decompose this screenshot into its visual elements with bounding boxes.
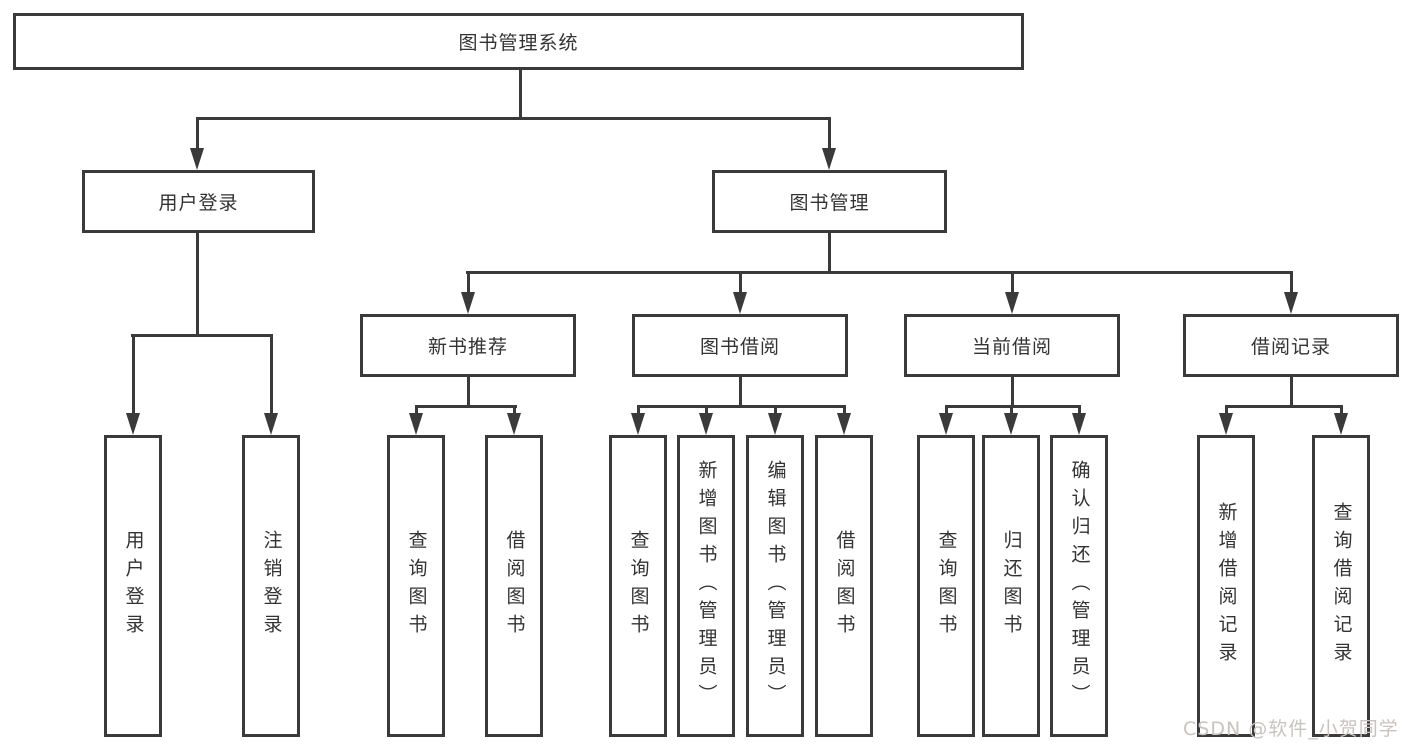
arrow-down-icon xyxy=(631,413,645,435)
connector-line xyxy=(843,405,846,417)
connector-line xyxy=(1225,405,1228,417)
arrow-down-icon xyxy=(1072,413,1086,435)
leaf-query-books: 查询图书 xyxy=(917,435,975,737)
connector-line xyxy=(739,271,742,295)
connector-line xyxy=(705,405,708,417)
connector-line xyxy=(1011,377,1014,406)
connector-line xyxy=(196,233,199,336)
leaf-user-login: 用户登录 xyxy=(104,435,162,737)
connector-line xyxy=(1078,405,1081,417)
connector-line xyxy=(466,271,1292,274)
connector-line xyxy=(132,334,135,416)
arrow-down-icon xyxy=(264,413,278,435)
node-book-management: 图书管理 xyxy=(712,170,947,233)
arrow-down-icon xyxy=(1005,292,1019,314)
arrow-down-icon xyxy=(126,413,140,435)
connector-line xyxy=(774,405,777,417)
connector-line xyxy=(1290,377,1293,406)
arrow-down-icon xyxy=(768,413,782,435)
connector-line xyxy=(945,405,1081,408)
leaf-logout: 注销登录 xyxy=(242,435,300,737)
arrow-down-icon xyxy=(1004,413,1018,435)
arrow-down-icon xyxy=(409,413,423,435)
connector-line xyxy=(415,405,517,408)
arrow-down-icon xyxy=(1284,292,1298,314)
leaf-edit-books-admin: 编辑图书（管理员） xyxy=(746,435,804,737)
arrow-down-icon xyxy=(837,413,851,435)
csdn-watermark: CSDN @软件_小贺同学 xyxy=(1183,718,1399,740)
connector-line xyxy=(131,334,272,337)
node-new-book-recommend: 新书推荐 xyxy=(360,314,576,377)
connector-line xyxy=(270,334,273,416)
arrow-down-icon xyxy=(190,148,204,170)
arrow-down-icon xyxy=(699,413,713,435)
node-user-login: 用户登录 xyxy=(82,170,315,233)
leaf-borrow-books: 借阅图书 xyxy=(815,435,873,737)
leaf-query-borrow-record: 查询借阅记录 xyxy=(1312,435,1370,737)
leaf-add-borrow-record: 新增借阅记录 xyxy=(1197,435,1255,737)
connector-line xyxy=(739,377,742,406)
leaf-query-books: 查询图书 xyxy=(609,435,667,737)
connector-line xyxy=(467,377,470,406)
node-book-borrow: 图书借阅 xyxy=(632,314,848,377)
arrow-down-icon xyxy=(461,292,475,314)
connector-line xyxy=(513,405,516,417)
arrow-down-icon xyxy=(939,413,953,435)
connector-line xyxy=(637,405,846,408)
arrow-down-icon xyxy=(507,413,521,435)
connector-line xyxy=(196,117,831,120)
connector-line xyxy=(519,70,522,120)
connector-line xyxy=(467,271,470,295)
node-root: 图书管理系统 xyxy=(13,13,1024,70)
connector-line xyxy=(828,117,831,151)
connector-line xyxy=(1011,271,1014,295)
connector-line xyxy=(1290,271,1293,295)
connector-line xyxy=(196,117,199,151)
arrow-down-icon xyxy=(1219,413,1233,435)
leaf-add-books-admin: 新增图书（管理员） xyxy=(677,435,735,737)
connector-line xyxy=(1010,405,1013,417)
node-current-borrow: 当前借阅 xyxy=(904,314,1120,377)
arrow-down-icon xyxy=(1334,413,1348,435)
arrow-down-icon xyxy=(733,292,747,314)
leaf-query-books: 查询图书 xyxy=(387,435,445,737)
connector-line xyxy=(1340,405,1343,417)
leaf-borrow-books: 借阅图书 xyxy=(485,435,543,737)
connector-line xyxy=(415,405,418,417)
leaf-confirm-return-admin: 确认归还（管理员） xyxy=(1050,435,1108,737)
connector-line xyxy=(945,405,948,417)
leaf-return-books: 归还图书 xyxy=(982,435,1040,737)
connector-line xyxy=(637,405,640,417)
connector-line xyxy=(1225,405,1343,408)
node-borrow-record: 借阅记录 xyxy=(1183,314,1399,377)
arrow-down-icon xyxy=(822,148,836,170)
connector-line xyxy=(828,233,831,273)
